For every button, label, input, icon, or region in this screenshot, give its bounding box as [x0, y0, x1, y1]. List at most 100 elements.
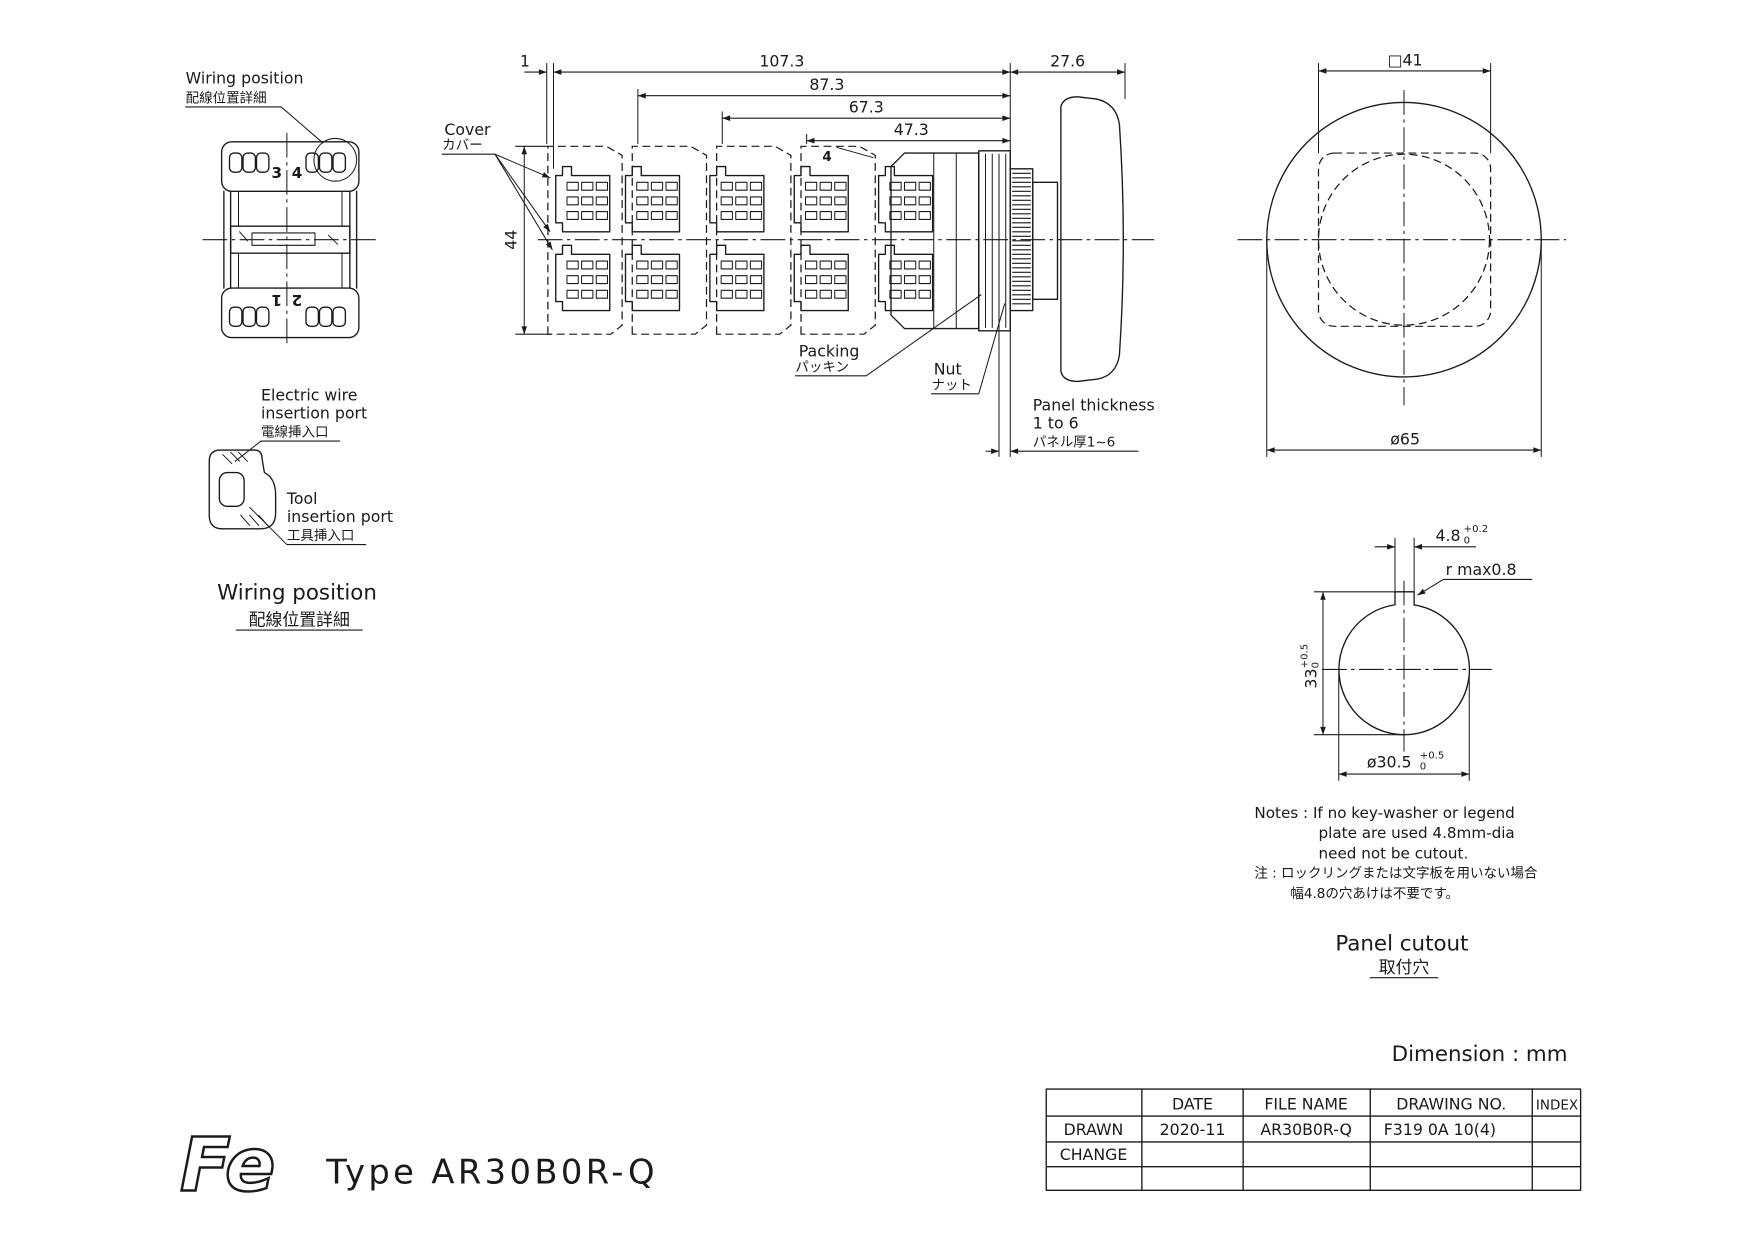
key-width-value: 4.8	[1436, 526, 1461, 545]
terminal-slot	[804, 260, 818, 270]
terminal-hole	[332, 306, 347, 327]
terminal-number-1: 1	[271, 291, 282, 309]
terminal-slot	[804, 211, 818, 220]
center-band-detail	[239, 231, 339, 245]
terminal-slot	[918, 211, 931, 220]
terminal-hole	[228, 306, 243, 327]
terminal-block	[877, 244, 934, 312]
panel-thickness-label-jp: パネル厚1~6	[1033, 435, 1116, 451]
company-logo: Fe	[180, 1121, 275, 1208]
note-line: plate are used 4.8mm-dia	[1319, 824, 1515, 842]
drawn-drawing-no: F319 0A 10(4)	[1384, 1120, 1496, 1139]
terminal-slot	[889, 260, 902, 270]
terminal-slot	[903, 289, 917, 299]
title-block-frame	[1045, 1088, 1582, 1191]
terminal-block-outline	[793, 244, 849, 312]
terminal-block-outline	[709, 165, 765, 233]
wiring-callout-circle	[313, 137, 358, 182]
panel-thickness-range: 1 to 6	[1033, 414, 1079, 433]
terminal-block-outline	[709, 244, 765, 312]
terminal-block	[709, 244, 765, 312]
terminal-slot	[749, 275, 763, 285]
terminal-hole	[305, 306, 320, 327]
cutout-keyed-hole	[1338, 591, 1471, 736]
terminal-slot	[650, 196, 664, 206]
key-width-upper-tolerance: +0.2	[1464, 524, 1489, 535]
terminal-slot	[834, 260, 847, 270]
terminal-slot	[735, 181, 748, 191]
tool-port-opening	[218, 471, 245, 507]
wiring-detail-view: Wiring position 配線位置詳細 3 4	[185, 68, 393, 631]
drawn-date: 2020-11	[1160, 1120, 1226, 1139]
side-view: 1 107.3 87.3 67.3 47.3 27.6 44 4 Cove	[441, 51, 1155, 457]
wiring-callout-leader	[185, 106, 324, 144]
terminal-slot	[665, 196, 678, 206]
insertion-port-detail: Electric wire insertion port 電線挿入口 Tool …	[208, 386, 393, 631]
packing-label: Packing	[799, 342, 860, 361]
module-cover-outline	[631, 145, 708, 335]
terminal-block-outline	[555, 244, 611, 312]
wire-port-label-jp: 電線挿入口	[261, 425, 329, 441]
terminal-block	[793, 244, 849, 312]
dimension-knob-depth: 27.6	[1050, 51, 1085, 70]
terminal-slot	[650, 289, 664, 299]
terminal-slot	[819, 181, 832, 191]
contact-modules	[547, 145, 934, 335]
wire-port-label-line2: insertion port	[261, 404, 367, 423]
terminal-slot	[819, 260, 832, 270]
bezel-neck	[1032, 181, 1059, 300]
nut-label: Nut	[934, 360, 962, 379]
terminal-slot	[581, 275, 594, 285]
terminal-slot	[918, 275, 931, 285]
wiring-callout-label: Wiring position	[186, 68, 304, 87]
terminal-slot	[918, 196, 931, 206]
terminal-hole	[305, 152, 320, 173]
terminal-slot	[665, 211, 678, 220]
terminal-block-outline	[555, 165, 611, 233]
terminal-slot	[636, 260, 649, 270]
terminal-slot	[650, 181, 664, 191]
note-line: need not be cutout.	[1319, 844, 1469, 862]
center-band	[229, 225, 351, 254]
title-block: DATE FILE NAME DRAWING NO. INDEX DRAWN 2…	[1045, 1088, 1582, 1191]
product-type-label: Type AR30B0R-Q	[325, 1153, 658, 1192]
row-label-change: CHANGE	[1060, 1145, 1128, 1164]
terminal-slot	[650, 275, 664, 285]
terminal-slot	[636, 275, 649, 285]
terminal-slot	[804, 181, 818, 191]
terminal-top-view: 3 4 1 2	[202, 132, 378, 347]
module-marker: 4	[822, 149, 831, 165]
wiring-caption-jp: 配線位置詳細	[249, 610, 350, 630]
top-terminal-row	[220, 141, 360, 192]
terminal-slot	[834, 211, 847, 220]
terminal-slot	[889, 211, 902, 220]
nut-label-jp: ナット	[932, 377, 973, 393]
wire-port-label: Electric wire	[261, 386, 357, 405]
terminal-slot	[650, 211, 664, 220]
terminal-slot	[834, 275, 847, 285]
terminal-block	[709, 165, 765, 233]
panel-cutout-view: 4.8 +0.2 0 r max0.8 33 +0.5 0 ø30.5 +0.5…	[1254, 524, 1538, 979]
terminal-slot	[903, 260, 917, 270]
cutout-height-label: 33 +0.5 0	[1299, 644, 1321, 689]
terminal-slot	[720, 211, 733, 220]
terminal-slot	[735, 196, 748, 206]
terminal-slot	[819, 275, 832, 285]
dimension-value: 67.3	[849, 98, 884, 117]
terminal-block	[793, 165, 849, 233]
terminal-slot	[581, 181, 594, 191]
terminal-slot	[749, 181, 763, 191]
terminal-block	[624, 244, 681, 312]
panel-cutout-caption: Panel cutout	[1335, 932, 1468, 957]
drawn-file-name: AR30B0R-Q	[1260, 1120, 1352, 1139]
dimension-cover-offset: 1	[520, 51, 530, 70]
terminal-block	[555, 244, 611, 312]
cutout-height-value: 33	[1301, 669, 1320, 689]
terminal-slot	[819, 289, 832, 299]
terminal-slot	[636, 289, 649, 299]
terminal-slot	[749, 260, 763, 270]
tool-port-label: Tool	[286, 489, 318, 508]
tool-port-leader	[249, 506, 367, 546]
dimension-knob-diameter: ø65	[1390, 429, 1420, 448]
terminal-slot	[735, 260, 748, 270]
